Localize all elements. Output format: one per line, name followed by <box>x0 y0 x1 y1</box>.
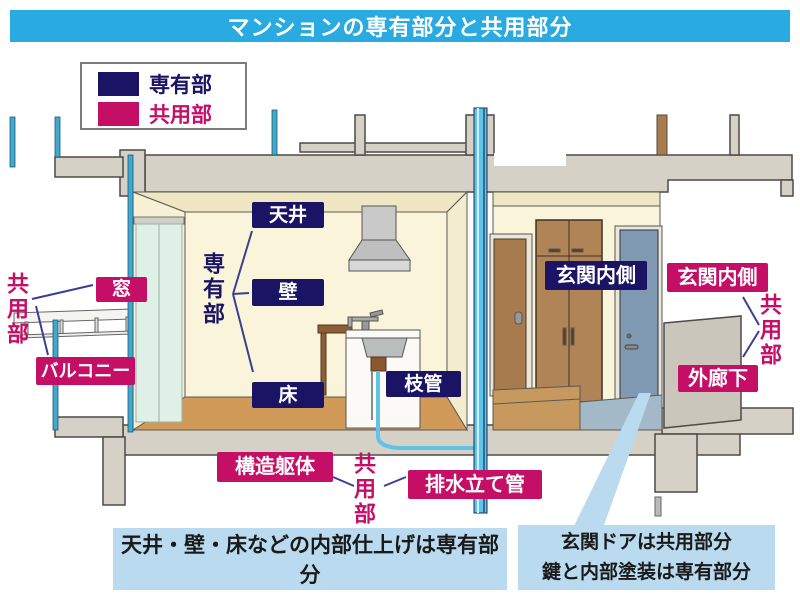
note-interior-finish-text: 天井・壁・床などの内部仕上げは専有部分 <box>121 534 499 587</box>
note-entrance-door-line1: 玄関ドアは共用部分 <box>560 532 732 554</box>
label-structure-frame: 構造躯体 <box>217 452 333 482</box>
kitchen <box>317 205 474 450</box>
slab-opening <box>494 153 566 166</box>
counter <box>317 324 353 334</box>
label-window: 窓 <box>96 277 147 302</box>
callout-tail <box>573 393 651 528</box>
vertical-label-exclusive: 専有部 <box>200 252 225 327</box>
label-outer-corridor: 外廊下 <box>678 365 758 392</box>
label-floor: 床 <box>252 382 324 408</box>
drain-trap <box>370 356 387 372</box>
legend-common-label: 共用部 <box>149 104 212 127</box>
label-entrance-inside-private: 玄関内側 <box>545 261 647 290</box>
interior-door-handle <box>514 311 523 325</box>
label-wall: 壁 <box>252 279 324 306</box>
vertical-label-common-left: 共用部 <box>4 272 29 347</box>
label-drain-riser: 排水立て管 <box>408 470 542 499</box>
balcony-railing <box>13 308 134 339</box>
entrance-door-lever <box>624 344 639 350</box>
legend: 専有部 共用部 <box>80 62 247 130</box>
entrance-hall <box>489 191 663 431</box>
legend-item-exclusive: 専有部 <box>98 71 212 97</box>
common-swatch <box>98 102 139 126</box>
branch-drain-pipe <box>376 371 474 450</box>
page-title: マンションの専有部分と共用部分 <box>10 10 790 42</box>
note-interior-finish: 天井・壁・床などの内部仕上げは専有部分 <box>113 528 507 590</box>
label-ceiling: 天井 <box>252 202 324 228</box>
drain-riser-pipe <box>473 107 662 517</box>
vertical-label-common-bottom: 共用部 <box>351 452 376 527</box>
note-entrance-door: 玄関ドアは共用部分 鍵と内部塗装は専有部分 <box>518 525 775 590</box>
range-hood-duct <box>361 205 397 241</box>
upper-floor-wood-stub <box>656 114 668 156</box>
label-balcony: バルコニー <box>36 357 135 385</box>
label-entrance-inside-common: 玄関内側 <box>667 263 768 292</box>
leader-lines <box>31 230 760 487</box>
entrance-door <box>619 229 659 417</box>
sink-basin <box>361 337 408 358</box>
legend-item-common: 共用部 <box>98 101 212 127</box>
vertical-label-common-right: 共用部 <box>757 293 782 368</box>
note-entrance-door-line2: 鍵と内部塗装は専有部分 <box>541 561 751 583</box>
exclusive-swatch <box>98 72 139 96</box>
label-branch-pipe: 枝管 <box>386 371 461 397</box>
legend-exclusive-label: 専有部 <box>149 74 212 97</box>
window-head <box>133 216 185 225</box>
hall-wood-floor <box>492 385 581 431</box>
